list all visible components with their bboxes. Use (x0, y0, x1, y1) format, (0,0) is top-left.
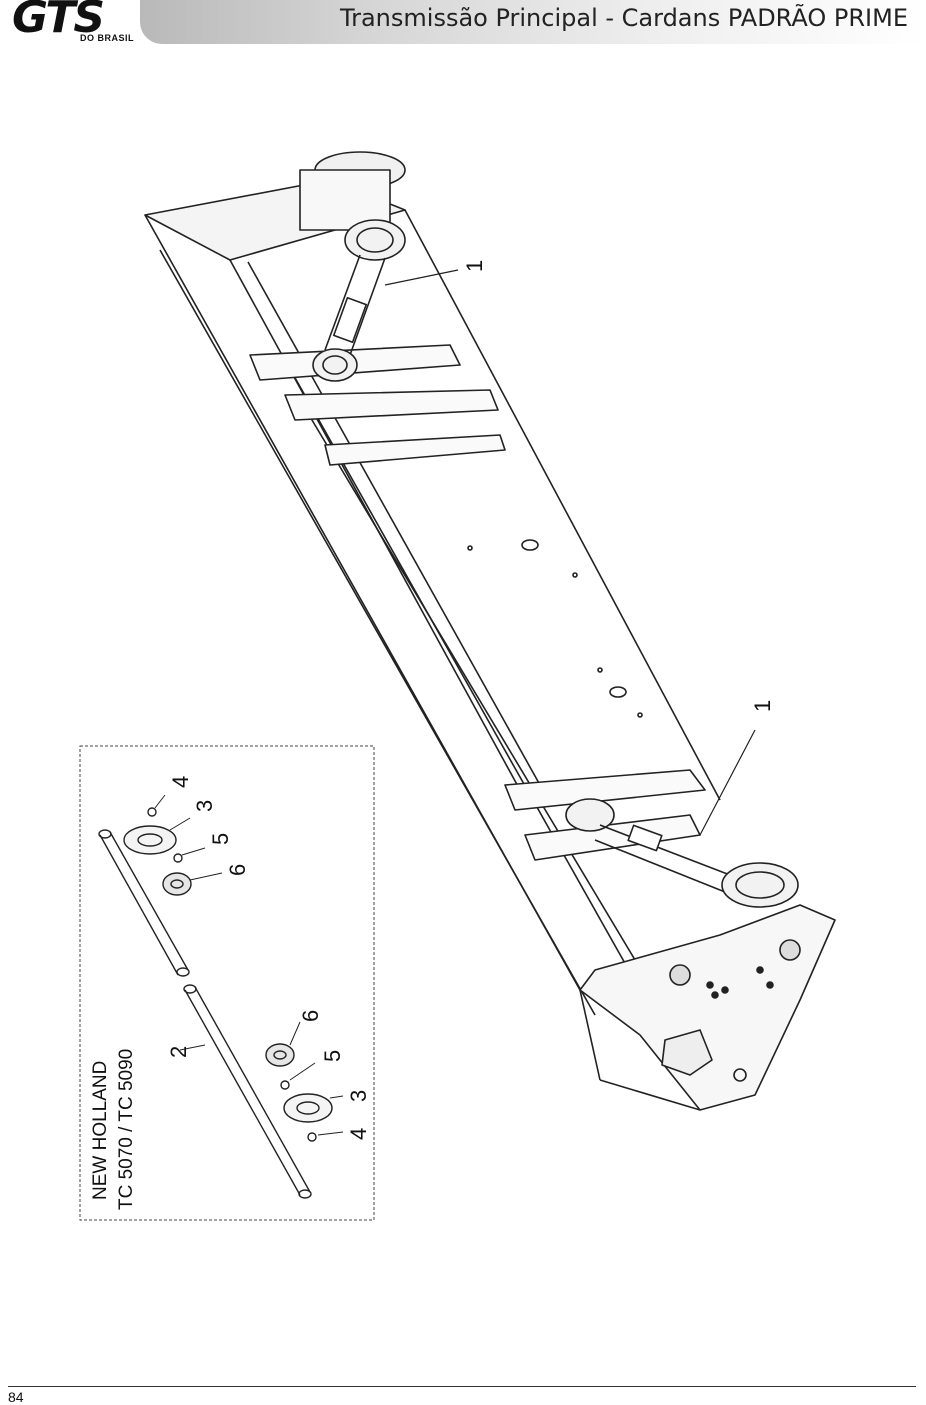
nut-lower (280, 1080, 290, 1090)
callout-flange-upper: 3 (192, 800, 217, 812)
flange-upper (123, 825, 177, 855)
page-header: GTS DO BRASIL Transmissão Principal - Ca… (0, 0, 926, 46)
bearing-lower (265, 1043, 295, 1067)
bearing-upper (162, 872, 192, 896)
callout-bearing-upper: 6 (225, 864, 250, 876)
gts-logo: GTS DO BRASIL (10, 0, 135, 46)
flange-lower (283, 1093, 333, 1123)
title-bar: Transmissão Principal - Cardans PADRÃO P… (140, 0, 926, 44)
nut-upper (173, 853, 183, 863)
page-title: Transmissão Principal - Cardans PADRÃO P… (339, 4, 908, 32)
callout-shaft: 2 (166, 1046, 191, 1058)
footer-divider (8, 1386, 916, 1387)
splined-shaft (98, 829, 312, 1199)
callout-nut-upper: 5 (208, 833, 233, 845)
page-number: 84 (8, 1389, 24, 1405)
callout-main-top: 1 (462, 260, 487, 272)
leader-line-top (384, 269, 459, 286)
callout-bolt-lower: 4 (346, 1128, 371, 1140)
cardan-shaft-bottom (565, 798, 799, 908)
logo-text: GTS (12, 0, 105, 43)
bolt-lower (307, 1132, 317, 1142)
logo-subtitle: DO BRASIL (80, 33, 134, 43)
callout-nut-lower: 5 (320, 1050, 345, 1062)
cardan-shaft-top (312, 219, 406, 382)
model-label-brand: NEW HOLLAND (90, 1061, 111, 1200)
callout-main-bottom: 1 (750, 700, 775, 712)
model-label-models: TC 5070 / TC 5090 (116, 1049, 137, 1210)
callout-bolt-upper: 4 (168, 776, 193, 788)
leader-line-bottom (699, 729, 756, 836)
header-frame (144, 151, 836, 1111)
inset-detail-box: 4 3 5 6 2 6 5 3 4 NEW HOLLAND TC 5070 / … (79, 745, 375, 1221)
callout-bearing-lower: 6 (298, 1010, 323, 1022)
bolt-upper (147, 807, 157, 817)
callout-flange-lower: 3 (346, 1090, 371, 1102)
